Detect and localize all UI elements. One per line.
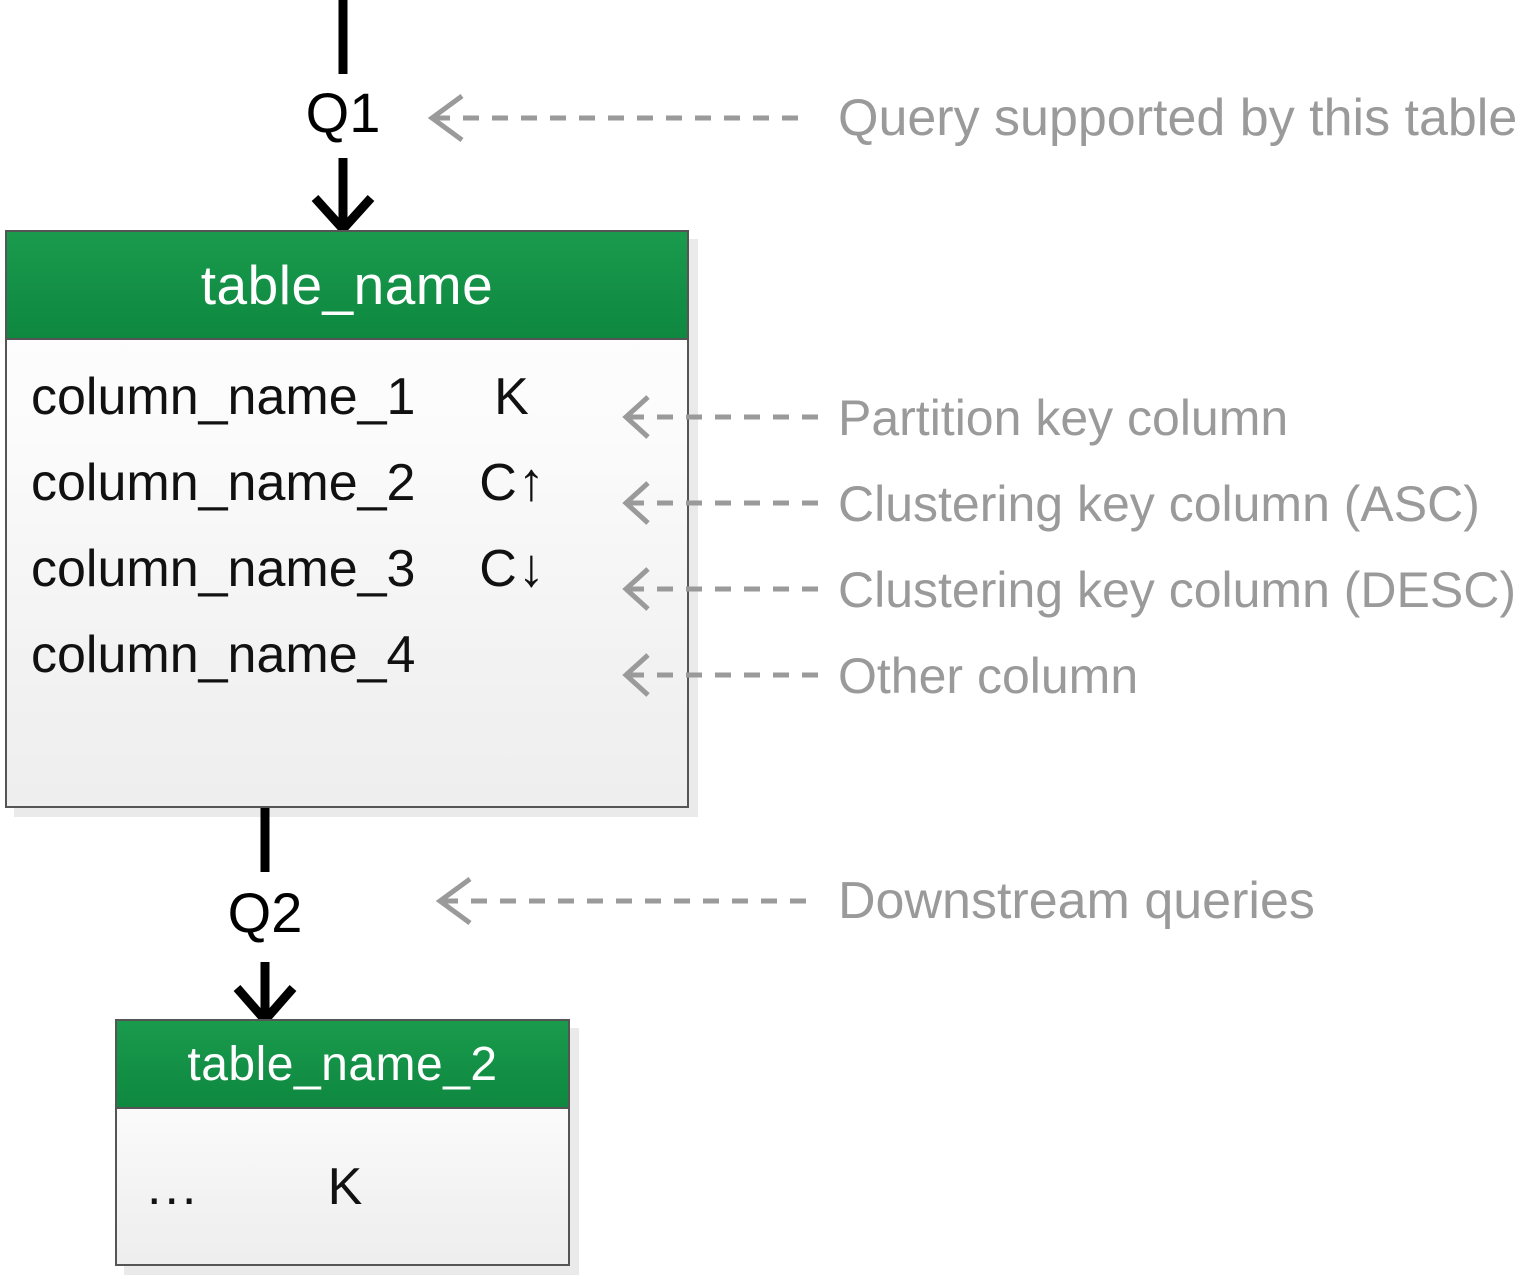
flow-label-q2: Q2 <box>227 881 303 944</box>
table-title-main: table_name <box>7 232 687 340</box>
table-columns-main: column_name_1 K column_name_2 C ↑ column… <box>7 340 687 806</box>
table-title-downstream: table_name_2 <box>117 1021 568 1109</box>
flow-arrow-q2 <box>233 808 297 1027</box>
table-card-downstream[interactable]: table_name_2 ... K <box>115 1019 570 1266</box>
column-kind-badge: K <box>494 367 530 427</box>
column-name: column_name_1 <box>31 368 416 426</box>
arrow-up-icon: ↑ <box>517 452 545 512</box>
table-row[interactable]: column_name_4 <box>7 612 687 698</box>
column-kind-letter: K <box>327 1157 363 1216</box>
table-columns-downstream: ... K <box>117 1109 568 1264</box>
annotation-connector-downstream <box>435 876 810 926</box>
column-name: column_name_2 <box>31 454 416 512</box>
annotation-label-clustering-asc: Clustering key column (ASC) <box>838 476 1480 532</box>
column-kind-badge: C ↓ <box>479 539 545 599</box>
table-row[interactable]: column_name_3 C ↓ <box>7 526 687 612</box>
column-kind-badge: K <box>328 1157 363 1217</box>
column-name-ellipsis: ... <box>147 1157 200 1216</box>
column-kind-badge: C ↑ <box>479 453 545 513</box>
column-name: column_name_4 <box>31 626 416 684</box>
annotation-connector-query-supported <box>427 93 810 143</box>
annotation-label-query-supported: Query supported by this table <box>838 89 1518 147</box>
flow-label-q1: Q1 <box>305 81 381 144</box>
annotation-label-other-column: Other column <box>838 648 1139 704</box>
column-kind-letter: K <box>494 368 529 426</box>
annotation-label-downstream: Downstream queries <box>838 872 1315 930</box>
annotation-label-clustering-desc: Clustering key column (DESC) <box>838 562 1516 618</box>
arrow-down-icon: ↓ <box>517 538 545 598</box>
column-name: column_name_3 <box>31 540 416 598</box>
annotation-label-partition-key: Partition key column <box>838 390 1289 446</box>
table-row[interactable]: column_name_2 C ↑ <box>7 440 687 526</box>
table-row[interactable]: column_name_1 K <box>7 354 687 440</box>
column-kind-letter: C <box>479 540 517 598</box>
table-card-main[interactable]: table_name column_name_1 K column_name_2… <box>5 230 689 808</box>
column-kind-letter: C <box>479 454 517 512</box>
table-row[interactable]: ... K <box>117 1109 568 1264</box>
